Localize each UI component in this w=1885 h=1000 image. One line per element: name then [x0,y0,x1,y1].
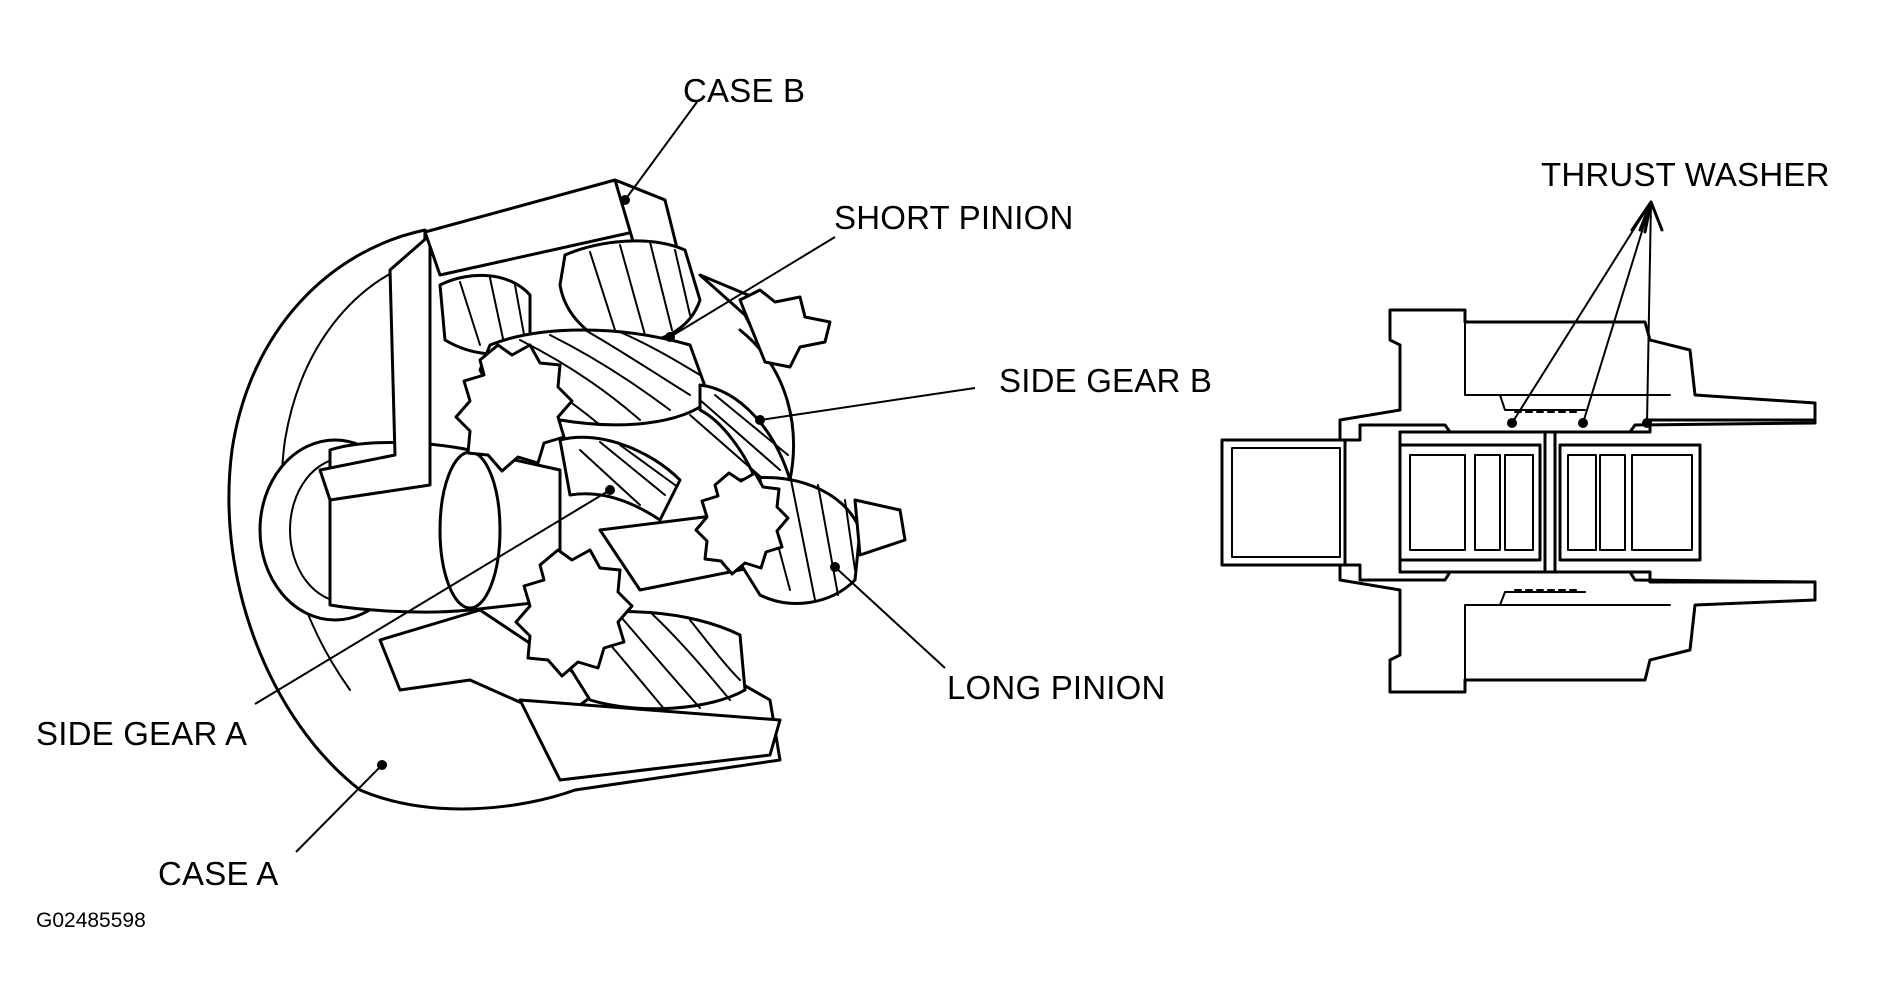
figure-id: G02485598 [36,909,146,932]
section-spline-right [1558,443,1702,562]
long-pinion-cog [694,471,790,576]
section-lower-housing [1338,563,1817,694]
label-case-a: CASE A [158,855,279,892]
upper-left-pinion [438,273,532,356]
label-short-pinion: SHORT PINION [834,199,1074,236]
section-upper-housing [1338,308,1817,442]
section-spline-left [1398,443,1542,562]
short-pinion-cog [454,343,574,473]
case-frame-bottom [518,698,782,782]
case-a-inner-rim [280,259,421,691]
case-b-ring [738,328,795,482]
long-pinion-tip [853,498,907,557]
label-long-pinion: LONG PINION [947,669,1166,706]
section-left-shaft [1220,438,1347,567]
label-thrust-washer: THRUST WASHER [1541,156,1830,193]
label-side-gear-a: SIDE GEAR A [36,715,248,752]
label-side-gear-b: SIDE GEAR B [999,362,1213,399]
case-b-teeth [738,288,832,369]
lower-pinion-cog [514,548,634,678]
label-case-b: CASE B [683,72,806,109]
